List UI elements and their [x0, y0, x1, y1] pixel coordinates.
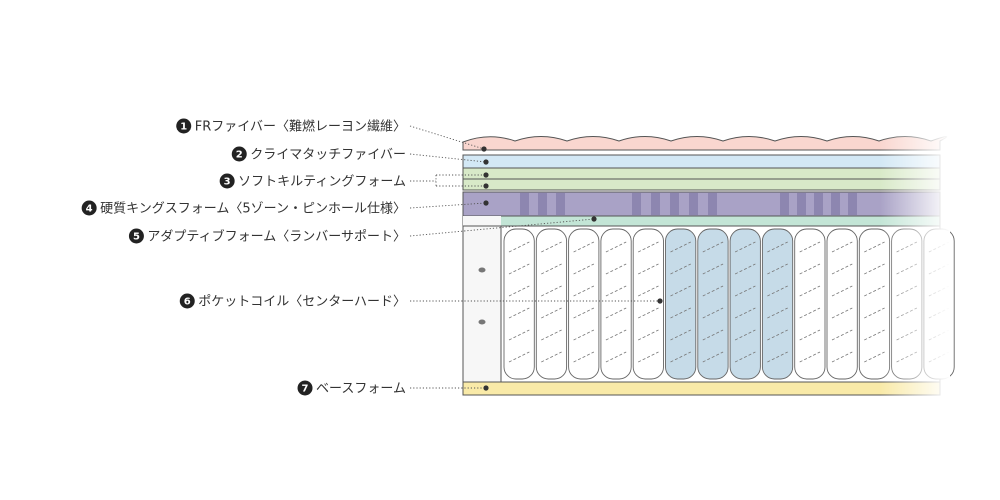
label-base: ベースフォーム 7 — [297, 380, 489, 397]
hard-foam-zone-block — [651, 193, 660, 215]
number-badge — [81, 200, 97, 216]
pocket-coil — [665, 228, 697, 380]
pocket-coil — [568, 228, 600, 380]
number-badge-text: 4 — [86, 204, 93, 215]
adaptive-edge — [463, 216, 501, 226]
layer-climate-touch — [462, 154, 941, 169]
layer-label-text: 硬質キングスフォーム〈5ゾーン・ピンホール仕様〉 — [100, 202, 406, 217]
layer-label-text: アダプティブフォーム〈ランバーサポート〉 — [147, 229, 406, 245]
hard-foam-zone-block — [670, 193, 679, 215]
label-hard: 硬質キングスフォーム〈5ゾーン・ピンホール仕様〉 4 — [81, 200, 489, 217]
layer-label-text: ソフトキルティングフォーム — [238, 175, 406, 190]
leader-dot — [483, 385, 489, 391]
pocket-coil — [697, 228, 729, 380]
number-badge — [231, 146, 247, 162]
pocket-coil — [826, 228, 858, 380]
number-badge — [179, 293, 195, 309]
side-panel — [462, 225, 502, 383]
number-badge-text: 6 — [184, 297, 191, 308]
layer-soft-quilt-1 — [462, 167, 941, 180]
number-badge-text: 5 — [133, 232, 140, 243]
hard-foam-zone-block — [814, 193, 823, 215]
number-badge-text: 1 — [180, 122, 187, 133]
leader-dot — [483, 200, 489, 206]
vent-hole — [478, 319, 486, 325]
label-climate: クライマタッチファイバー 2 — [231, 146, 489, 165]
layer-soft-quilt-2 — [462, 178, 941, 191]
hard-foam-zone-block — [848, 193, 857, 215]
leader-dot — [481, 146, 487, 152]
pocket-coil — [600, 228, 632, 380]
pocket-coil — [503, 228, 535, 380]
leader-dot — [657, 298, 663, 304]
pocket-coil — [535, 228, 568, 380]
number-badge — [297, 380, 313, 396]
number-badge — [128, 228, 144, 244]
pocket-coil — [761, 228, 794, 380]
number-badge-text: 2 — [236, 150, 243, 161]
leader-dot — [483, 172, 489, 178]
number-badge-text: 7 — [302, 384, 309, 395]
leader-dot — [483, 183, 489, 189]
number-badge — [219, 173, 235, 189]
right-fade — [880, 120, 950, 410]
layer-label-text: ベースフォーム — [316, 382, 406, 397]
layer-hard-foam — [462, 191, 941, 217]
layer-fr-fiber — [462, 136, 948, 151]
hard-foam-zone-block — [689, 193, 698, 215]
number-badge — [176, 118, 192, 134]
hard-foam-zone-block — [538, 193, 547, 215]
hard-foam-zone-block — [797, 193, 806, 215]
hard-foam-zone-block — [780, 193, 789, 215]
layer-label-text: FRファイバー〈難燃レーヨン繊維〉 — [195, 119, 406, 135]
layer-label-text: ポケットコイル〈センターハード〉 — [198, 295, 406, 310]
leader-dot — [591, 216, 597, 222]
pocket-coil — [794, 228, 826, 380]
pocket-coil — [632, 228, 664, 380]
label-coil: ポケットコイル〈センターハード〉 6 — [179, 293, 663, 310]
hard-foam-zone-block — [632, 193, 641, 215]
layer-base-foam — [462, 381, 941, 396]
hard-foam-zone-block — [831, 193, 840, 215]
hard-foam-zone-block — [556, 193, 565, 215]
pocket-coil — [729, 228, 761, 380]
label-quilt: ソフトキルティングフォーム 3 — [219, 172, 489, 190]
hard-foam-zone-block — [708, 193, 717, 215]
layer-label-text: クライマタッチファイバー — [250, 148, 406, 163]
label-fr: FRファイバー〈難燃レーヨン繊維〉 1 — [176, 118, 487, 152]
label-adaptive: アダプティブフォーム〈ランバーサポート〉 5 — [128, 216, 597, 245]
number-badge-text: 3 — [224, 177, 231, 188]
leader-dot — [483, 159, 489, 165]
layer-labels: FRファイバー〈難燃レーヨン繊維〉 1 クライマタッチファイバー 2 ソフトキルティング… — [81, 118, 663, 397]
vent-hole — [478, 267, 486, 273]
hard-foam-zone-block — [520, 193, 529, 215]
